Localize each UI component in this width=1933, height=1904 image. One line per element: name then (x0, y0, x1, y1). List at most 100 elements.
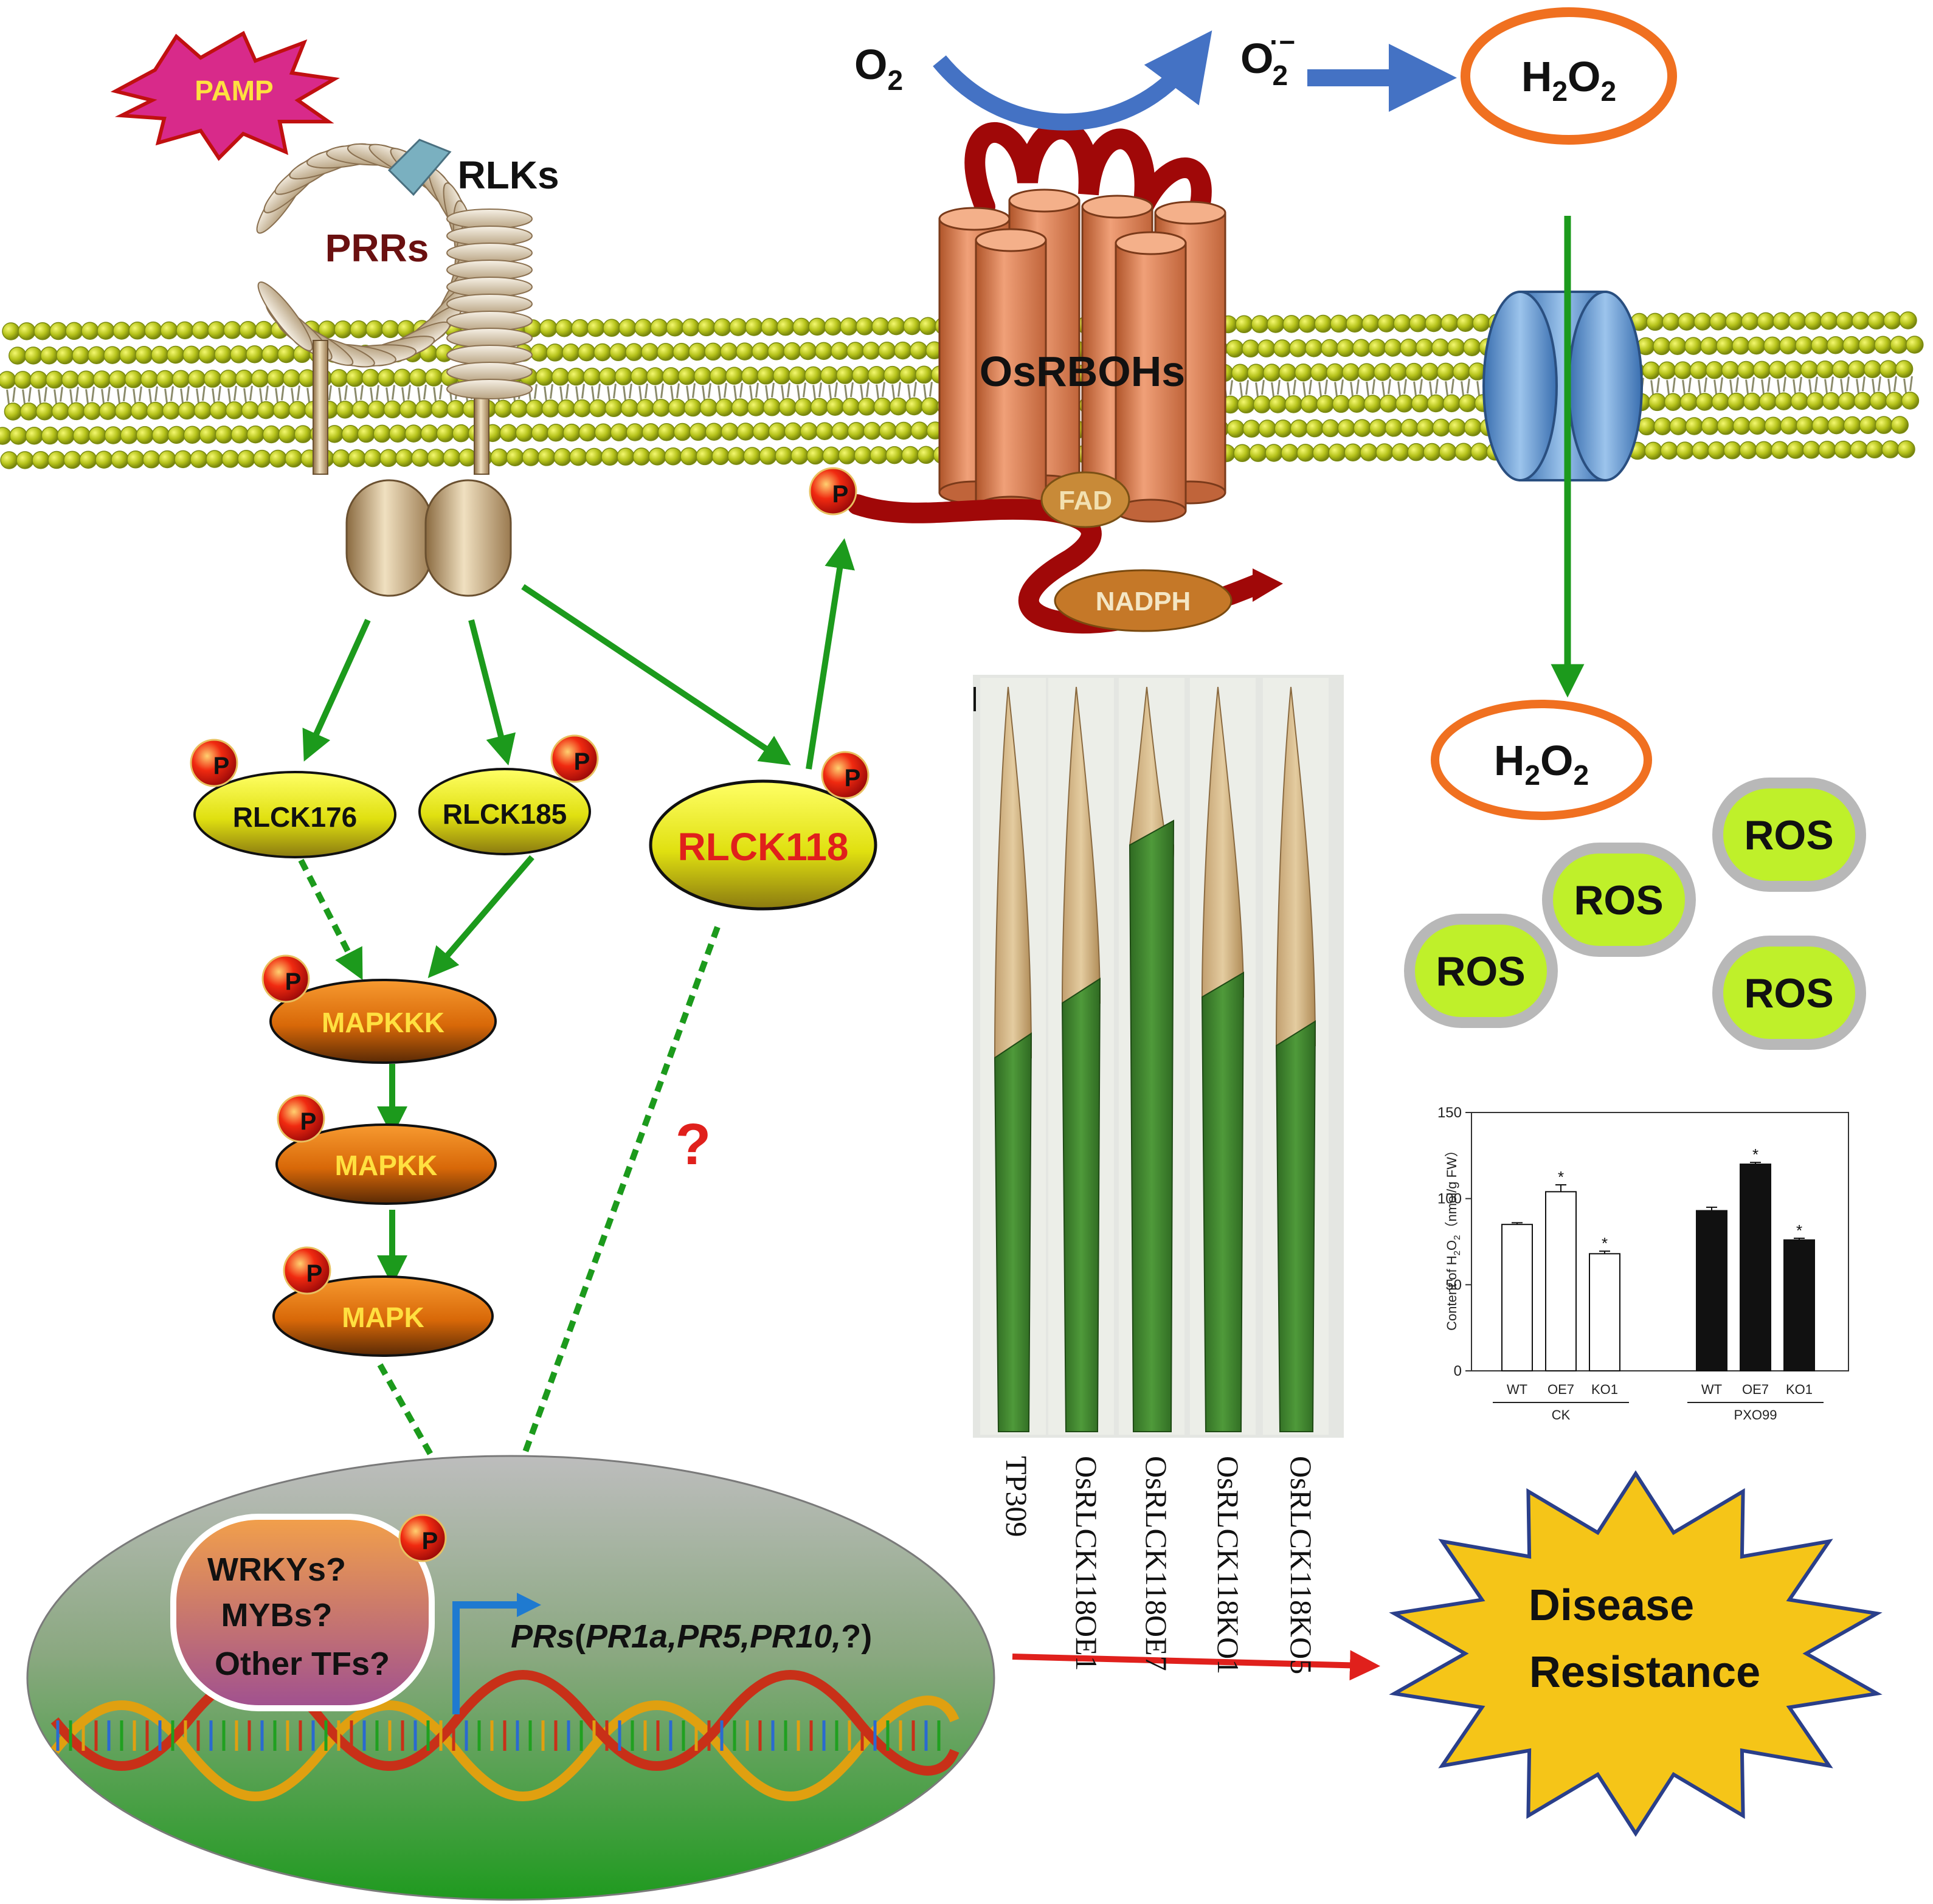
lipid-head (808, 317, 826, 336)
ros-label: ROS (1744, 970, 1833, 1016)
lipid-head (1788, 312, 1807, 330)
lipid-head (1743, 392, 1762, 411)
arrow-to-rlck176 (302, 618, 371, 762)
lipid-head (1866, 440, 1884, 459)
lipid-tail (849, 382, 854, 398)
lipid-head (603, 319, 621, 337)
lipid-tail (565, 384, 569, 399)
lipid-head (255, 320, 273, 339)
lipid-head (128, 322, 147, 340)
lipid-head (683, 398, 702, 417)
lipid-head (1867, 311, 1886, 330)
lipid-head (285, 449, 303, 468)
lipid-head (379, 449, 398, 467)
ros-molecule: ROS (1712, 778, 1866, 892)
ros-molecule: ROS (1542, 843, 1696, 957)
lipid-tail (38, 389, 42, 404)
leaf-green-blade (994, 1032, 1032, 1432)
lipid-head (1257, 339, 1276, 357)
lipid-head (72, 426, 91, 444)
lipid-head (626, 423, 644, 441)
lipid-head (1472, 314, 1490, 332)
lipid-head (650, 319, 668, 337)
lipid-head (1717, 416, 1735, 435)
prr-kinase-domain (345, 479, 433, 597)
lipid-head (1395, 395, 1414, 413)
lipid-tail (1403, 379, 1407, 394)
h2o2-inner-label: H2O2 (1494, 737, 1589, 791)
mapkkk-ellipse (269, 979, 497, 1064)
lipid-head (1407, 443, 1425, 461)
lipid-head (136, 426, 154, 444)
lipid-tail (644, 383, 648, 399)
lipid-head (1863, 360, 1882, 379)
lipid-tail (423, 384, 427, 400)
lipid-head (389, 424, 407, 443)
lipid-head (187, 370, 206, 388)
lipid-tail (1793, 379, 1797, 395)
lipid-tail (59, 387, 63, 402)
lipid-head (921, 397, 939, 416)
lipid-head (1737, 360, 1755, 379)
lipid-tail (1650, 380, 1655, 395)
lipid-tail (1830, 376, 1834, 391)
lipid-head (1695, 393, 1714, 411)
lipid-head (1425, 314, 1443, 333)
lipid-head (919, 317, 937, 336)
lipid-head (641, 343, 659, 361)
lipid-head (587, 319, 605, 337)
lipid-head (0, 451, 18, 469)
lipid-head (1242, 339, 1260, 358)
lipid-head (1874, 336, 1892, 354)
lipid-head (277, 345, 296, 364)
lipid-head (569, 447, 587, 466)
lipid-head (1300, 395, 1319, 413)
tf-wrkys-label: WRKYs? (207, 1551, 346, 1588)
x-category-label: WT (1507, 1382, 1527, 1397)
lipid-head (1242, 419, 1260, 438)
lipid-tail (1682, 379, 1686, 395)
lipid-tail (1909, 376, 1913, 391)
lipid-head (56, 346, 74, 365)
lipid-head (863, 422, 881, 440)
lipid-head (1375, 443, 1394, 461)
significance-mark: * (1558, 1168, 1564, 1186)
lipid-head (364, 449, 382, 467)
lipid-head (239, 321, 257, 339)
lipid-head (1811, 416, 1830, 435)
lipid-head (894, 341, 912, 360)
lrr-repeat (257, 281, 313, 351)
lipid-tail (891, 384, 896, 399)
lipid-head (736, 342, 754, 360)
lipid-tail (265, 385, 269, 401)
lipid-tail (1713, 379, 1718, 395)
phospho-label: P (306, 1260, 323, 1287)
ros-bubble (1542, 843, 1696, 957)
lipid-tail (438, 384, 443, 400)
lipid-tail (923, 384, 927, 399)
lipid-head (1268, 395, 1287, 413)
lipid-head (862, 342, 880, 360)
lipid-head (1658, 361, 1676, 379)
lipid-head (251, 369, 269, 388)
lipid-tail (338, 387, 342, 403)
lipid-head (1692, 441, 1710, 460)
lipid-tail (686, 385, 690, 401)
lipid-head (1711, 393, 1730, 411)
lipid-tail (533, 384, 538, 399)
lipid-head (578, 423, 596, 442)
lipid-head (1294, 363, 1313, 382)
lipid-head (16, 451, 34, 469)
lipid-head (673, 342, 691, 361)
lipid-head (443, 449, 461, 467)
rboh-extracellular-loops (964, 119, 1212, 241)
lipid-head (119, 346, 137, 364)
lipid-head (648, 447, 666, 466)
nadph-label: NADPH (1096, 587, 1191, 616)
lipid-head (262, 425, 280, 444)
rlck176-ellipse (193, 771, 396, 858)
lipid-head (720, 342, 738, 360)
pamp-burst (110, 30, 340, 161)
lipid-head (636, 399, 655, 417)
lipid-head (1312, 443, 1330, 462)
